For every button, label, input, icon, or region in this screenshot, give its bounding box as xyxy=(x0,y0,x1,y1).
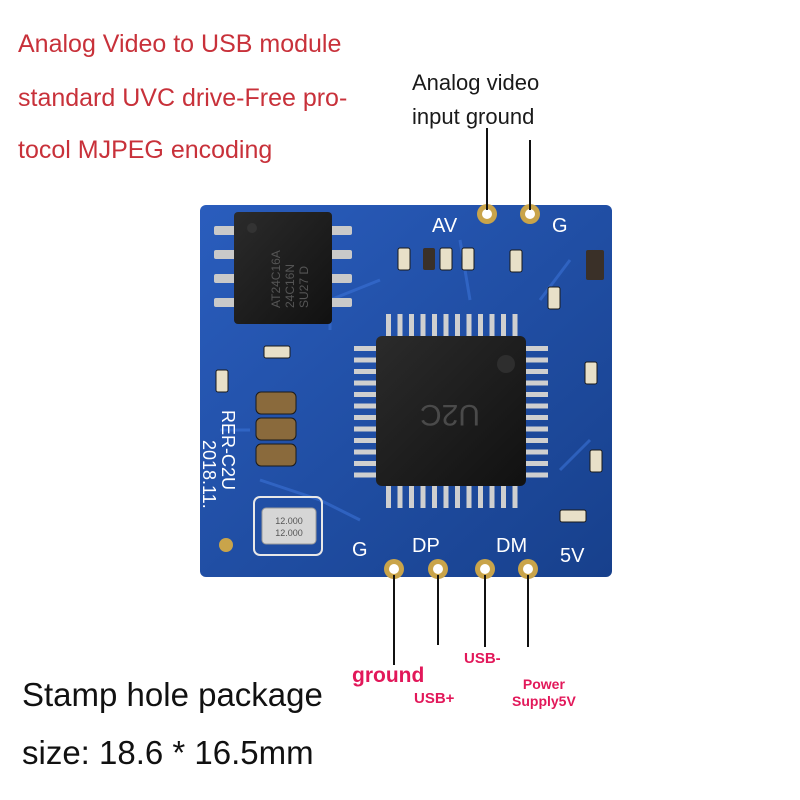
svg-text:G: G xyxy=(552,215,568,237)
bottom-stamp-holes xyxy=(384,559,538,579)
leader-line-ground xyxy=(393,575,395,665)
svg-text:2018.11.: 2018.11. xyxy=(199,440,219,509)
silkscreen-text: AV G G DP DM 5V RER-C2U 2018.11. xyxy=(199,215,585,567)
svg-text:5V: 5V xyxy=(560,545,585,567)
leader-line-g-top xyxy=(529,140,531,210)
svg-text:24C16N: 24C16N xyxy=(283,264,297,308)
main-chip: U2C xyxy=(376,336,526,486)
svg-text:AV: AV xyxy=(432,215,458,237)
title-line-2: standard UVC drive-Free pro- xyxy=(18,84,348,112)
eeprom-chip: AT24C16A 24C16N SU27 D xyxy=(214,212,352,324)
leader-line-power xyxy=(527,575,529,647)
title-line-3: tocol MJPEG encoding xyxy=(18,136,273,164)
svg-text:U2C: U2C xyxy=(420,398,480,431)
leader-line-usb-minus xyxy=(484,575,486,647)
svg-text:12.000: 12.000 xyxy=(275,528,303,538)
top-stamp-holes xyxy=(477,204,540,224)
pin-label-ground: ground xyxy=(352,664,425,687)
annotation-av-line-1: Analog video xyxy=(412,70,540,95)
main-chip-pins xyxy=(354,314,548,508)
annotation-av-line-2: input ground xyxy=(412,104,535,129)
svg-text:RER-C2U: RER-C2U xyxy=(218,410,238,490)
leader-line-usb-plus xyxy=(437,575,439,645)
svg-text:SU27 D: SU27 D xyxy=(297,266,311,308)
passive-components: 12.000 12.000 xyxy=(215,247,604,556)
svg-text:12.000: 12.000 xyxy=(275,516,303,526)
caption-package: Stamp hole package xyxy=(22,676,323,713)
svg-text:G: G xyxy=(352,539,368,561)
pin-label-usb-plus: USB+ xyxy=(414,690,455,707)
title-line-1: Analog Video to USB module xyxy=(18,30,342,58)
svg-text:DP: DP xyxy=(412,535,440,557)
pin-label-usb-minus: USB- xyxy=(464,650,501,667)
caption-size: size: 18.6 * 16.5mm xyxy=(22,734,314,771)
svg-text:AT24C16A: AT24C16A xyxy=(269,250,283,308)
pin-label-power: Power Supply5V xyxy=(512,676,576,709)
svg-text:DM: DM xyxy=(496,535,527,557)
leader-line-av xyxy=(486,128,488,210)
